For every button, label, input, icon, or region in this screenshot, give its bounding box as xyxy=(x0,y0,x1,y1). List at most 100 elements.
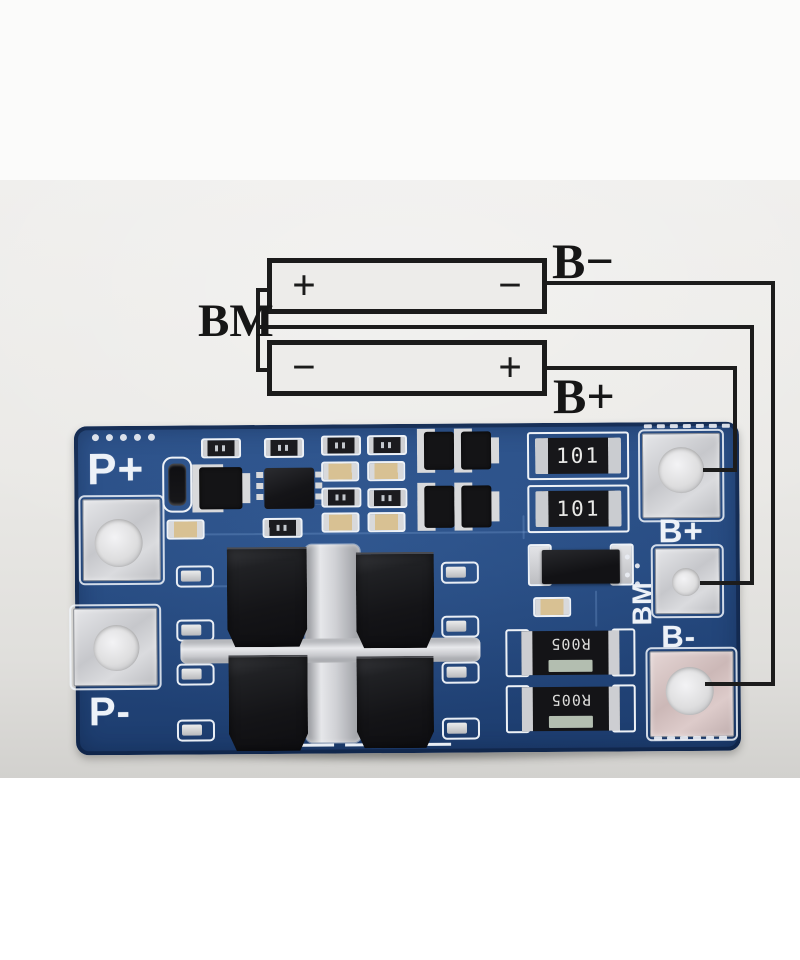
wire-b-plus xyxy=(733,366,737,472)
resistor-body: 101 xyxy=(534,437,622,475)
smd-resistor xyxy=(320,435,362,456)
pad-hole xyxy=(94,518,143,568)
fet-lead-pad xyxy=(440,561,479,584)
pad-b-plus xyxy=(637,428,725,523)
pad-hole xyxy=(671,567,701,597)
silk-dash xyxy=(721,423,730,428)
wire-b-minus xyxy=(705,682,775,686)
fet-tab-cross xyxy=(180,637,481,664)
pad-hole xyxy=(665,666,714,716)
smd-resistor xyxy=(262,517,303,539)
battery-cell-bottom: − + xyxy=(267,340,547,396)
shunt-marking: R005 xyxy=(550,690,591,710)
mosfet xyxy=(228,655,308,752)
silkscreen-p-plus: P+ xyxy=(86,444,145,495)
silk-dash xyxy=(706,735,715,740)
wire-bm xyxy=(750,325,754,585)
silk-dot xyxy=(634,581,640,587)
smd-resistor xyxy=(200,438,242,459)
terminal-minus: − xyxy=(498,263,522,309)
resistor-101: 101 xyxy=(526,431,630,481)
smd-resistor xyxy=(263,437,305,458)
transistor-sot23 xyxy=(199,467,243,510)
wire-bm xyxy=(700,581,754,585)
smd-resistor xyxy=(366,435,408,456)
smd-capacitor xyxy=(321,461,360,482)
battery-cell-top: + − xyxy=(267,258,547,314)
label-b-plus: B+ xyxy=(553,368,615,424)
silk-dot xyxy=(105,434,113,442)
wire-b-minus xyxy=(547,281,775,285)
smd-capacitor xyxy=(321,512,360,533)
shunt-marking: R005 xyxy=(550,634,591,654)
silkscreen-b-plus: B+ xyxy=(658,511,704,550)
fet-lead-pad xyxy=(441,615,480,638)
silk-dash xyxy=(695,423,704,428)
fet-lead-pad xyxy=(441,661,480,684)
white-top-band xyxy=(0,0,800,180)
shunt-resistor-r005: R005 xyxy=(505,684,637,734)
transistor-sot23 xyxy=(423,431,455,470)
fet-lead-pad xyxy=(176,663,215,686)
smd-capacitor xyxy=(367,512,406,533)
silk-dash xyxy=(643,424,652,429)
silk-dash xyxy=(654,736,663,741)
silkscreen-p-minus: P- xyxy=(88,689,132,735)
smd-capacitor xyxy=(166,519,205,540)
label-bm: BM xyxy=(198,295,274,347)
smd-capacitor xyxy=(533,596,572,618)
silk-dot xyxy=(624,554,630,560)
label-b-minus: B− xyxy=(552,233,614,289)
wire-b-plus xyxy=(547,366,737,370)
fet-lead-pad xyxy=(176,719,216,742)
pcb-board: P+ P- B+ BM B- 101 101 xyxy=(69,421,742,756)
smd-capacitor xyxy=(367,461,406,482)
mosfet xyxy=(356,656,434,749)
wire-bm xyxy=(256,325,754,329)
terminal-plus: + xyxy=(498,345,522,391)
smd-resistor xyxy=(321,487,362,508)
ic-soic8 xyxy=(264,467,315,509)
silkscreen-bm: BM xyxy=(626,581,658,626)
resistor-marking: 101 xyxy=(556,443,601,468)
silk-dot xyxy=(624,572,630,578)
silk-dot xyxy=(634,563,640,569)
wire-bm-bracket xyxy=(256,368,269,372)
silk-dash xyxy=(656,424,665,429)
wire-bm-bracket xyxy=(256,288,260,372)
pad-b-minus xyxy=(645,646,739,742)
silk-dash xyxy=(719,735,728,740)
pad-p-minus xyxy=(69,603,162,691)
terminal-minus: − xyxy=(292,345,316,391)
mosfet xyxy=(227,547,308,648)
smd-resistor xyxy=(367,487,408,509)
pad-hole xyxy=(93,624,140,672)
wire-bm-bracket xyxy=(256,288,269,292)
silk-dot xyxy=(91,434,99,442)
silk-dash xyxy=(682,424,691,429)
diode xyxy=(541,549,620,585)
wire-b-minus xyxy=(771,281,775,686)
wire-b-plus xyxy=(703,468,737,472)
silkscreen-b-minus: B- xyxy=(661,618,697,655)
fet-lead-pad xyxy=(175,565,214,588)
resistor-body: 101 xyxy=(535,490,622,528)
silk-dash xyxy=(693,735,702,741)
fet-lead-pad xyxy=(176,619,215,642)
shunt-metal-strip xyxy=(548,715,593,729)
resistor-101: 101 xyxy=(527,484,630,534)
transistor-sot23 xyxy=(424,485,455,528)
copper-trace xyxy=(595,590,598,627)
silk-dot xyxy=(119,433,127,442)
shunt-metal-strip xyxy=(548,659,593,673)
fet-lead-pad xyxy=(441,717,481,740)
mosfet xyxy=(356,552,435,649)
shunt-resistor-r005: R005 xyxy=(505,628,636,678)
diode xyxy=(162,456,193,513)
terminal-plus: + xyxy=(292,263,316,309)
pad-p-plus xyxy=(78,494,165,586)
silk-dot xyxy=(147,433,155,441)
silk-dash xyxy=(708,423,717,428)
copper-trace xyxy=(522,515,525,540)
